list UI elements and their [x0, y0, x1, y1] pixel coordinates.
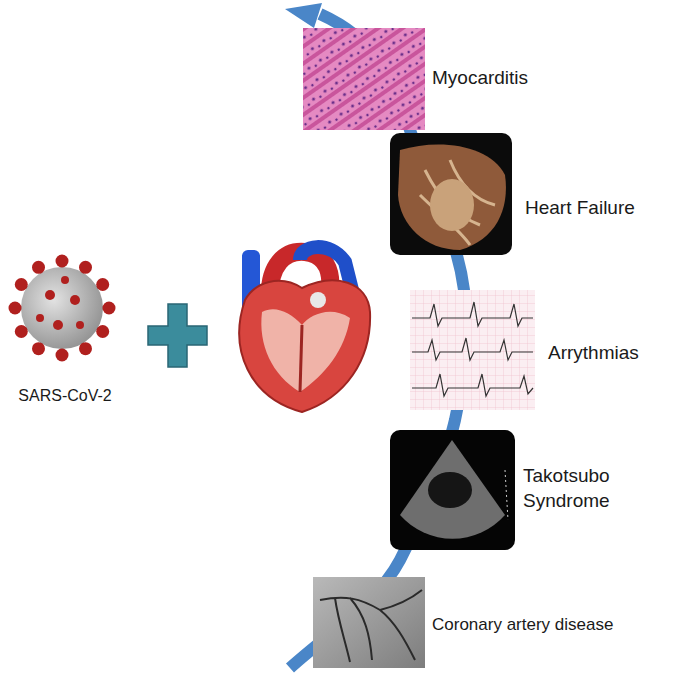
node-label: Heart Failure: [525, 195, 635, 220]
echo-image: [390, 430, 515, 550]
specimen-image: [390, 133, 512, 255]
image-node: Takotsubo Syndrome: [390, 430, 635, 550]
heart-illustration: [239, 247, 370, 412]
histology-image: [303, 28, 425, 130]
image-node: Coronary artery disease: [313, 577, 613, 668]
node-label: Coronary artery disease: [432, 612, 613, 637]
image-node: Myocarditis: [303, 28, 528, 130]
node-label: Takotsubo Syndrome: [523, 463, 635, 513]
flow-arrowhead: [285, 3, 322, 28]
node-label: Myocarditis: [432, 65, 528, 90]
ecg-image: [410, 290, 535, 410]
node-label: SARS-CoV-2: [18, 383, 111, 408]
image-node: Heart Failure: [390, 133, 635, 255]
virus-illustration: [9, 255, 116, 362]
angiogram-image: [313, 577, 425, 668]
image-node: Arrythmias: [410, 290, 639, 410]
plus-symbol: [148, 304, 207, 367]
node-label: Arrythmias: [548, 340, 639, 365]
image-node: SARS-CoV-2: [10, 255, 120, 408]
